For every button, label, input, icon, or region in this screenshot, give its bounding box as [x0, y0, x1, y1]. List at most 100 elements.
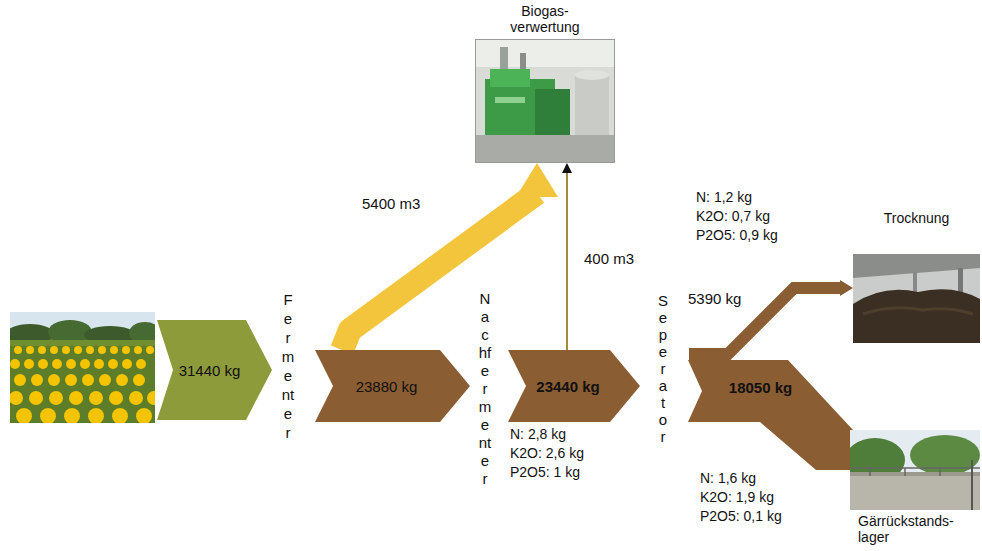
flow-amount: 23440 kg — [536, 377, 599, 396]
illustration-circle — [129, 391, 143, 405]
illustration-circle — [108, 359, 118, 369]
illustration-rect — [476, 40, 615, 163]
illustration-rect — [850, 475, 980, 510]
illustration-path — [863, 308, 973, 314]
illustration-circle — [29, 391, 43, 405]
illustration-rect — [490, 69, 530, 87]
illustration-circle — [82, 374, 94, 386]
illustration-circle — [14, 346, 22, 354]
illustration-line — [939, 468, 941, 476]
arrow-head — [516, 163, 558, 197]
illustration-circle — [136, 359, 146, 369]
illustration-circle — [74, 346, 82, 354]
flow-connector — [342, 163, 558, 350]
arrow-shape — [688, 360, 853, 470]
illustration-rect — [475, 39, 615, 67]
gas-line — [566, 172, 568, 350]
illustration-rect — [475, 39, 615, 163]
text-wrap: 18050 kg — [688, 378, 833, 397]
illustration-ellipse — [910, 435, 980, 475]
illustration-circle — [99, 374, 111, 386]
illustration-circle — [89, 391, 103, 405]
photo-node: Biogas- verwertung — [475, 3, 615, 163]
illustration-circle — [147, 391, 155, 405]
arrow-body — [157, 320, 272, 420]
illustration-circle — [10, 391, 23, 405]
drying-hall-photo — [853, 254, 980, 343]
stage-name: Fermenter — [282, 290, 295, 442]
input-flow-arrow: 31440 kg — [157, 320, 272, 420]
illustration-circle — [94, 359, 104, 369]
illustration-circle — [38, 346, 46, 354]
illustration-circle — [49, 391, 63, 405]
nutrient-value: P2O5: 1 kg — [510, 463, 580, 482]
photo-node: Gärrückstands- lager — [850, 430, 980, 545]
nutrient-value: K2O: 0,7 kg — [696, 207, 770, 226]
flow-amount: 18050 kg — [688, 378, 833, 397]
nutrient-value: P2O5: 0,9 kg — [696, 226, 778, 245]
stage-name: Seperator — [658, 292, 668, 445]
nutrient-value: N: 1,2 kg — [696, 188, 752, 207]
illustration-circle — [133, 374, 145, 386]
arrow-body — [508, 350, 640, 422]
illustration-circle — [64, 408, 80, 423]
illustration-path — [853, 289, 980, 343]
nutrient-value: N: 2,8 kg — [510, 425, 566, 444]
flow-amount: 31440 kg — [179, 361, 241, 380]
illustration-rect — [10, 340, 155, 346]
illustration-circle — [65, 374, 77, 386]
illustration-rect — [475, 135, 615, 163]
flow-connector — [562, 163, 572, 350]
illustration-circle — [69, 391, 83, 405]
photo-node: Trocknung — [853, 210, 980, 343]
illustration-line — [971, 460, 973, 510]
illustration-circle — [116, 374, 128, 386]
branch-band — [689, 288, 841, 354]
illustration-circle — [24, 359, 34, 369]
flow-label: 400 m3 — [584, 249, 634, 268]
arrow-body — [315, 350, 470, 422]
arrow-head — [840, 280, 853, 296]
stage-name: Nachfermenter — [479, 290, 492, 488]
illustration-circle — [48, 374, 60, 386]
sunflower-field-photo — [10, 312, 155, 423]
illustration-circle — [14, 374, 26, 386]
illustration-circle — [98, 346, 106, 354]
biogas-band — [342, 193, 537, 350]
illustration-circle — [66, 359, 76, 369]
illustration-circle — [110, 346, 118, 354]
illustration-g — [10, 346, 155, 423]
illustration-circle — [52, 359, 62, 369]
illustration-circle — [88, 408, 104, 423]
illustration-circle — [146, 346, 154, 354]
flow-arrow: 23440 kg — [508, 350, 640, 422]
arrow-body — [688, 360, 853, 470]
illustration-circle — [122, 346, 130, 354]
nutrient-value: K2O: 1,9 kg — [700, 488, 774, 507]
flow-arrow: 18050 kg — [688, 360, 853, 470]
illustration-circle — [109, 391, 123, 405]
illustration-circle — [16, 408, 32, 423]
digestate-storage-photo — [850, 430, 980, 510]
illustration-circle — [80, 359, 90, 369]
illustration-circle — [112, 408, 128, 423]
illustration-line — [904, 468, 906, 476]
flow-arrow: 23880 kg — [315, 350, 470, 422]
arrow-head — [562, 163, 572, 173]
nutrient-value: P2O5: 0,1 kg — [700, 507, 782, 526]
photo-heading: Trocknung — [884, 210, 950, 226]
illustration-circle — [136, 408, 152, 423]
biogas-plant-photo — [475, 39, 615, 163]
illustration-circle — [122, 359, 132, 369]
illustration-circle — [10, 359, 20, 369]
illustration-rect — [495, 97, 525, 103]
illustration-ellipse — [575, 70, 609, 80]
illustration-circle — [134, 346, 142, 354]
photo-heading: Gärrückstands- lager — [850, 513, 954, 545]
illustration-circle — [62, 346, 70, 354]
illustration-circle — [38, 359, 48, 369]
nutrient-value: N: 1,6 kg — [700, 469, 756, 488]
flow-label: 5390 kg — [688, 289, 741, 308]
flow-amount: 23880 kg — [356, 377, 418, 396]
illustration-circle — [50, 346, 58, 354]
